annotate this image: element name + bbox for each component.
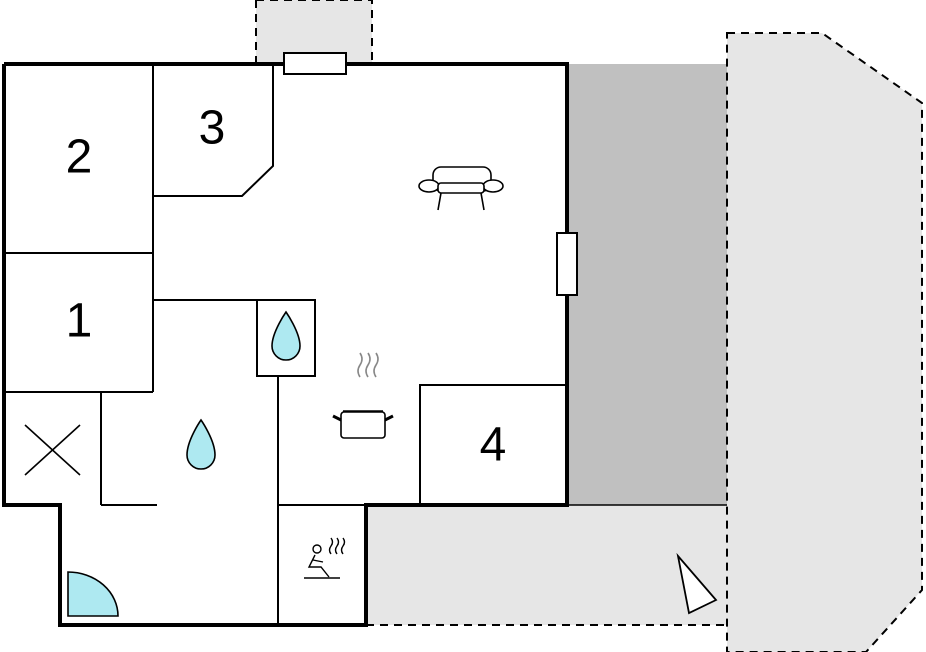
bathroom-drop-icon	[186, 418, 216, 470]
windows	[283, 52, 578, 296]
sauna-icon	[304, 537, 346, 579]
garden-area	[726, 32, 923, 652]
covered-terrace	[567, 64, 727, 505]
cross-mark-icon	[24, 424, 81, 476]
room-label-3: 3	[199, 102, 226, 155]
shower-drop-icon	[271, 310, 301, 361]
room-label-2: 2	[66, 131, 93, 184]
sofa-icon	[418, 166, 504, 211]
window-top	[283, 52, 347, 75]
room-labels: 2 3 1 4	[66, 102, 507, 472]
room-label-1: 1	[66, 295, 93, 348]
interior-walls	[4, 64, 567, 625]
room-label-4: 4	[480, 419, 507, 472]
terrace-bottom	[366, 505, 727, 625]
exterior-walls	[2, 62, 569, 627]
north-arrow-icon	[676, 552, 718, 615]
outdoor-areas	[255, 0, 923, 652]
cooking-pot-icon	[332, 352, 394, 439]
door-swing-icon	[67, 571, 119, 617]
window-right	[556, 232, 578, 296]
